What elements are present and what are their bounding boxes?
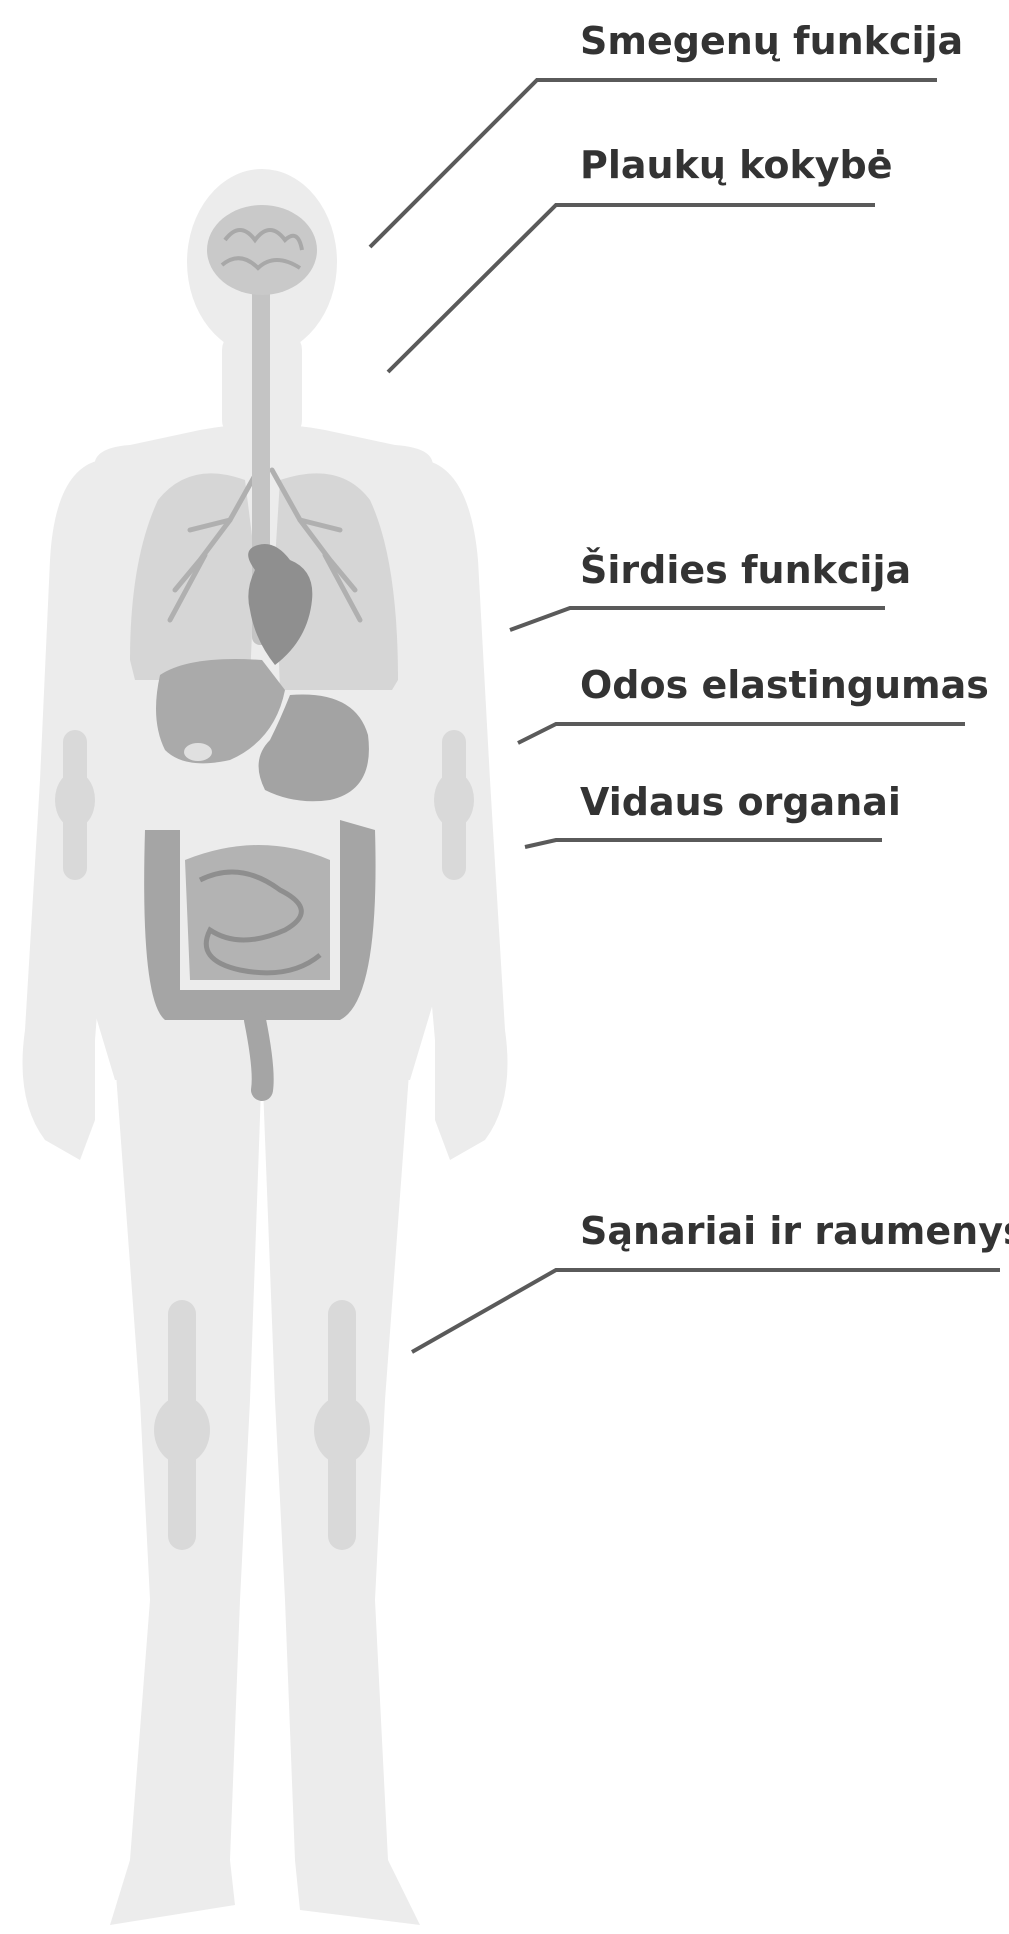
gallbladder xyxy=(184,743,212,761)
label-organs: Vidaus organai xyxy=(580,780,901,824)
label-hair: Plaukų kokybė xyxy=(580,143,893,187)
label-joints: Sąnariai ir raumenys xyxy=(580,1209,1009,1253)
leader-organs xyxy=(525,840,882,847)
leader-hair xyxy=(388,205,875,372)
brain xyxy=(207,205,317,295)
leader-joints xyxy=(412,1270,1000,1352)
small-intestine xyxy=(185,845,330,980)
leader-skin xyxy=(518,724,965,743)
label-brain: Smegenų funkcija xyxy=(580,19,963,63)
label-skin: Odos elastingumas xyxy=(580,663,989,707)
label-heart: Širdies funkcija xyxy=(580,548,911,592)
leader-heart xyxy=(510,608,885,630)
